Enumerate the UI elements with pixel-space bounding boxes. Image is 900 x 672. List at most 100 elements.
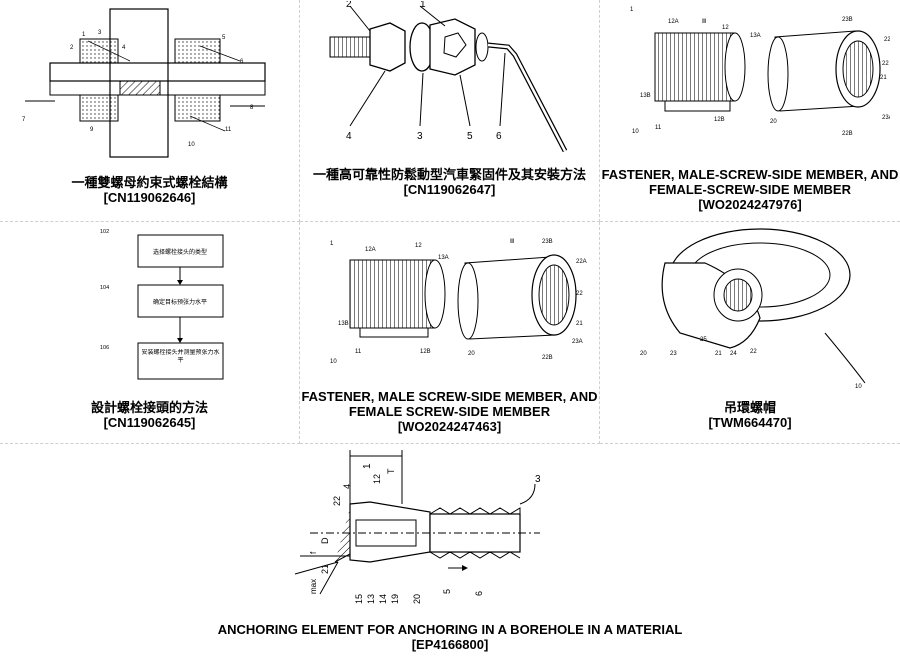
result-caption-5[interactable]: FASTENER, MALE SCREW-SIDE MEMBER, AND FE… (300, 389, 599, 434)
fig7-label: T (386, 468, 396, 474)
fig5-label: 23A (572, 339, 583, 345)
fig5-label: 22A (576, 259, 587, 265)
result-figure-7[interactable]: 1 3 5 6 12 4 22 13 14 15 19 20 21 D max … (0, 444, 900, 609)
fig6-label: 24 (730, 351, 737, 357)
result-figure-6[interactable]: 10 20 21 22 23 24 25 (600, 222, 900, 392)
fig6-label: 22 (750, 349, 757, 355)
flow-step-text: 安装螺栓接头并测量预张力水平 (140, 349, 221, 365)
result-caption-7[interactable]: ANCHORING ELEMENT FOR ANCHORING IN A BOR… (0, 622, 900, 652)
result-card-5[interactable]: 1 10 11 12 12A 12B 13A 13B 20 21 22 22A … (300, 222, 600, 444)
result-figure-3[interactable]: 1 10 11 12 12A 12B 13A 13B 20 21 22 22A … (600, 0, 900, 160)
fig1-label: 6 (240, 59, 244, 65)
fig1-label: 11 (225, 127, 232, 133)
fig3-label: 13A (750, 33, 761, 39)
result-title[interactable]: 一種高可靠性防鬆動型汽車緊固件及其安裝方法 (300, 167, 599, 182)
step-number: 104 (100, 285, 109, 291)
fig2-label: 3 (417, 131, 423, 142)
double-nut-bolt-drawing: 1 2 3 4 5 6 7 8 9 10 11 (10, 1, 290, 159)
fig2-label: 1 (420, 1, 426, 10)
fig2-label: 4 (346, 131, 352, 142)
fig5-label: 22B (542, 355, 553, 361)
flow-step-text: 选择螺栓接头的类型 (152, 248, 206, 256)
fig1-label: 7 (22, 117, 26, 123)
result-title[interactable]: 一種雙螺母約束式螺栓結構 (0, 175, 299, 190)
result-title[interactable]: ANCHORING ELEMENT FOR ANCHORING IN A BOR… (0, 622, 900, 637)
result-card-2[interactable]: 1 2 3 4 5 6 一種高可靠性防鬆動型汽車緊固件及其安裝方法 [CN119… (300, 0, 600, 222)
fig2-label: 5 (467, 131, 473, 142)
result-id[interactable]: [CN119062646] (0, 190, 299, 205)
result-title[interactable]: FASTENER, MALE SCREW-SIDE MEMBER, AND FE… (300, 389, 599, 419)
result-id[interactable]: [EP4166800] (0, 637, 900, 652)
fig3-label: 13B (640, 93, 651, 99)
result-title[interactable]: 設計螺栓接頭的方法 (0, 400, 299, 415)
fig5-label: 13A (438, 255, 449, 261)
fig2-label: 2 (346, 1, 352, 10)
fig1-label: 10 (188, 142, 195, 148)
result-id[interactable]: [WO2024247976] (600, 197, 900, 212)
fig1-label: 1 (82, 32, 86, 38)
result-id[interactable]: [WO2024247463] (300, 419, 599, 434)
fig3-label: 22 (882, 61, 889, 67)
fig7-label: 14 (378, 594, 388, 604)
fig6-label: 23 (670, 351, 677, 357)
anti-loosening-fastener-drawing: 1 2 3 4 5 6 (310, 1, 590, 159)
result-id[interactable]: [TWM664470] (600, 415, 900, 430)
fig3-label: 22A (884, 37, 890, 43)
fig5-label: 12 (415, 243, 422, 249)
fig7-label: f (309, 551, 318, 554)
result-id[interactable]: [CN119062645] (0, 415, 299, 430)
fig5-label: 20 (468, 351, 475, 357)
result-caption-1[interactable]: 一種雙螺母約束式螺栓結構 [CN119062646] (0, 175, 299, 205)
result-caption-2[interactable]: 一種高可靠性防鬆動型汽車緊固件及其安裝方法 [CN119062647] (300, 167, 599, 197)
fig6-label: 25 (700, 337, 707, 343)
fig5-label: 22 (576, 291, 583, 297)
result-figure-5[interactable]: 1 10 11 12 12A 12B 13A 13B 20 21 22 22A … (300, 222, 599, 387)
fig5-label: 13B (338, 321, 349, 327)
fig7-label: 19 (390, 594, 400, 604)
fig3-label: 10 (632, 129, 639, 135)
step-number: 106 (100, 345, 109, 351)
fig6-label: 20 (640, 351, 647, 357)
result-caption-6[interactable]: 吊環螺帽 [TWM664470] (600, 400, 900, 430)
result-card-7[interactable]: 1 3 5 6 12 4 22 13 14 15 19 20 21 D max … (0, 444, 900, 672)
eye-nut-drawing: 10 20 21 22 23 24 25 (610, 223, 890, 391)
result-card-4[interactable]: 102 选择螺栓接头的类型 104 确定目标预张力水平 106 安装螺栓接头并测… (0, 222, 300, 444)
male-female-screw-drawing: 1 10 11 12 12A 12B 13A 13B 20 21 22 22A … (610, 1, 890, 159)
fig3-label: 12 (722, 25, 729, 31)
fig1-label: 9 (90, 127, 94, 133)
result-figure-4[interactable]: 102 选择螺栓接头的类型 104 确定目标预张力水平 106 安装螺栓接头并测… (0, 222, 299, 392)
fig5-label: Ⅲ (510, 239, 514, 245)
result-figure-2[interactable]: 1 2 3 4 5 6 (300, 0, 599, 160)
fig5-label: 1 (330, 241, 334, 247)
fig3-label: 11 (655, 125, 662, 131)
result-card-1[interactable]: 1 2 3 4 5 6 7 8 9 10 11 一種雙螺母約束式螺栓結構 [CN… (0, 0, 300, 222)
anchoring-element-drawing: 1 3 5 6 12 4 22 13 14 15 19 20 21 D max … (290, 444, 610, 609)
fig5-label: 10 (330, 359, 337, 365)
result-figure-1[interactable]: 1 2 3 4 5 6 7 8 9 10 11 (0, 0, 299, 160)
result-caption-3[interactable]: FASTENER, MALE-SCREW-SIDE MEMBER, AND FE… (600, 167, 900, 212)
fig1-label: 4 (122, 45, 126, 51)
fig5-label: 11 (355, 349, 362, 355)
fig3-label: 1 (630, 7, 634, 13)
fig7-label: 4 (342, 484, 352, 489)
fig7-label: 15 (354, 594, 364, 604)
bolt-joint-flowchart: 102 选择螺栓接头的类型 104 确定目标预张力水平 106 安装螺栓接头并测… (10, 223, 290, 391)
fig3-label: 20 (770, 119, 777, 125)
result-title[interactable]: 吊環螺帽 (600, 400, 900, 415)
fig3-label: 23A (882, 115, 890, 121)
result-id[interactable]: [CN119062647] (300, 182, 599, 197)
fig5-label: 23B (542, 239, 553, 245)
result-title[interactable]: FASTENER, MALE-SCREW-SIDE MEMBER, AND FE… (600, 167, 900, 197)
result-card-3[interactable]: 1 10 11 12 12A 12B 13A 13B 20 21 22 22A … (600, 0, 900, 222)
fig7-label: 21 (320, 564, 330, 574)
fig6-label: 10 (855, 384, 862, 390)
fig3-label: 12A (668, 19, 679, 25)
fig3-label: 23B (842, 17, 853, 23)
result-card-6[interactable]: 10 20 21 22 23 24 25 吊環螺帽 [TWM664470] (600, 222, 900, 444)
result-caption-4[interactable]: 設計螺栓接頭的方法 [CN119062645] (0, 400, 299, 430)
fig2-label: 6 (496, 131, 502, 142)
fig3-label: 21 (880, 75, 887, 81)
male-female-screw-drawing-2: 1 10 11 12 12A 12B 13A 13B 20 21 22 22A … (310, 225, 590, 385)
step-number: 102 (100, 229, 109, 235)
